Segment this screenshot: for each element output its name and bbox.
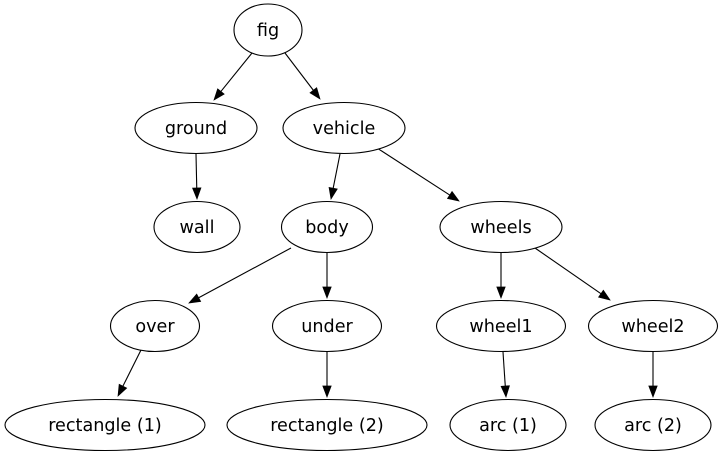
node-ellipse[interactable]	[587, 299, 719, 353]
node-ellipse[interactable]	[109, 299, 201, 353]
edge-shaft	[195, 153, 198, 189]
graph-node-wheels[interactable]: wheels	[439, 200, 563, 254]
arrowhead-icon	[192, 187, 202, 200]
graph-node-rectangle2[interactable]: rectangle (2)	[226, 398, 428, 452]
node-ellipse[interactable]	[280, 200, 374, 254]
graph-node-arc2[interactable]: arc (2)	[594, 398, 712, 452]
graph-edge-body-over	[188, 247, 292, 304]
arrowhead-icon	[500, 385, 510, 398]
graph-node-vehicle[interactable]: vehicle	[282, 101, 406, 155]
graph-node-over[interactable]: over	[109, 299, 201, 353]
node-ellipse[interactable]	[233, 3, 303, 57]
graph-node-rectangle1[interactable]: rectangle (1)	[4, 398, 206, 452]
node-ellipse[interactable]	[153, 200, 241, 254]
arrowhead-icon	[188, 293, 202, 304]
arrowhead-icon	[322, 385, 332, 398]
arrowhead-icon	[496, 286, 506, 299]
node-ellipse[interactable]	[282, 101, 406, 155]
graph-node-wheel2[interactable]: wheel2	[587, 299, 719, 353]
edges-layer	[117, 52, 658, 398]
edge-shaft	[220, 52, 253, 92]
graph-edge-wheel2-arc2	[648, 352, 658, 398]
arrowhead-icon	[446, 190, 460, 202]
graph-node-under[interactable]: under	[271, 299, 383, 353]
graph-edge-wheels-wheel1	[496, 253, 506, 299]
node-ellipse[interactable]	[439, 200, 563, 254]
graph-node-wheel1[interactable]: wheel1	[435, 299, 567, 353]
graph-node-wall[interactable]: wall	[153, 200, 241, 254]
graph-node-fig[interactable]: fig	[233, 3, 303, 57]
arrowhead-icon	[322, 286, 332, 299]
graph-edge-under-rectangle2	[322, 352, 332, 398]
node-ellipse[interactable]	[435, 299, 567, 353]
arrowhead-icon	[117, 383, 128, 397]
edge-shaft	[284, 52, 314, 91]
graph-edge-ground-wall	[192, 153, 202, 200]
graph-node-ground[interactable]: ground	[134, 101, 258, 155]
graph-edge-wheel1-arc1	[500, 351, 510, 398]
graph-node-arc1[interactable]: arc (1)	[449, 398, 567, 452]
graph-edge-body-under	[322, 253, 332, 299]
node-ellipse[interactable]	[271, 299, 383, 353]
arrowhead-icon	[648, 385, 658, 398]
node-ellipse[interactable]	[134, 101, 258, 155]
node-ellipse[interactable]	[4, 398, 206, 452]
graph-node-body[interactable]: body	[280, 200, 374, 254]
edge-shaft	[534, 247, 602, 295]
arrowhead-icon	[597, 289, 611, 301]
node-ellipse[interactable]	[449, 398, 567, 452]
arrowhead-icon	[309, 87, 321, 100]
arrowhead-icon	[328, 186, 338, 200]
graph-edge-vehicle-wheels	[376, 147, 460, 202]
edge-shaft	[332, 153, 341, 189]
graph-edge-wheels-wheel2	[534, 247, 611, 301]
node-ellipse[interactable]	[594, 398, 712, 452]
node-ellipse[interactable]	[226, 398, 428, 452]
graph-edge-fig-ground	[213, 52, 253, 101]
graph-edge-vehicle-body	[328, 153, 341, 200]
edge-shaft	[198, 247, 292, 299]
graph-edge-fig-vehicle	[284, 52, 321, 100]
arrowhead-icon	[213, 88, 225, 101]
edge-shaft	[122, 349, 142, 387]
graph-edge-over-rectangle1	[117, 349, 142, 397]
edge-shaft	[376, 147, 451, 196]
edge-shaft	[502, 351, 506, 387]
